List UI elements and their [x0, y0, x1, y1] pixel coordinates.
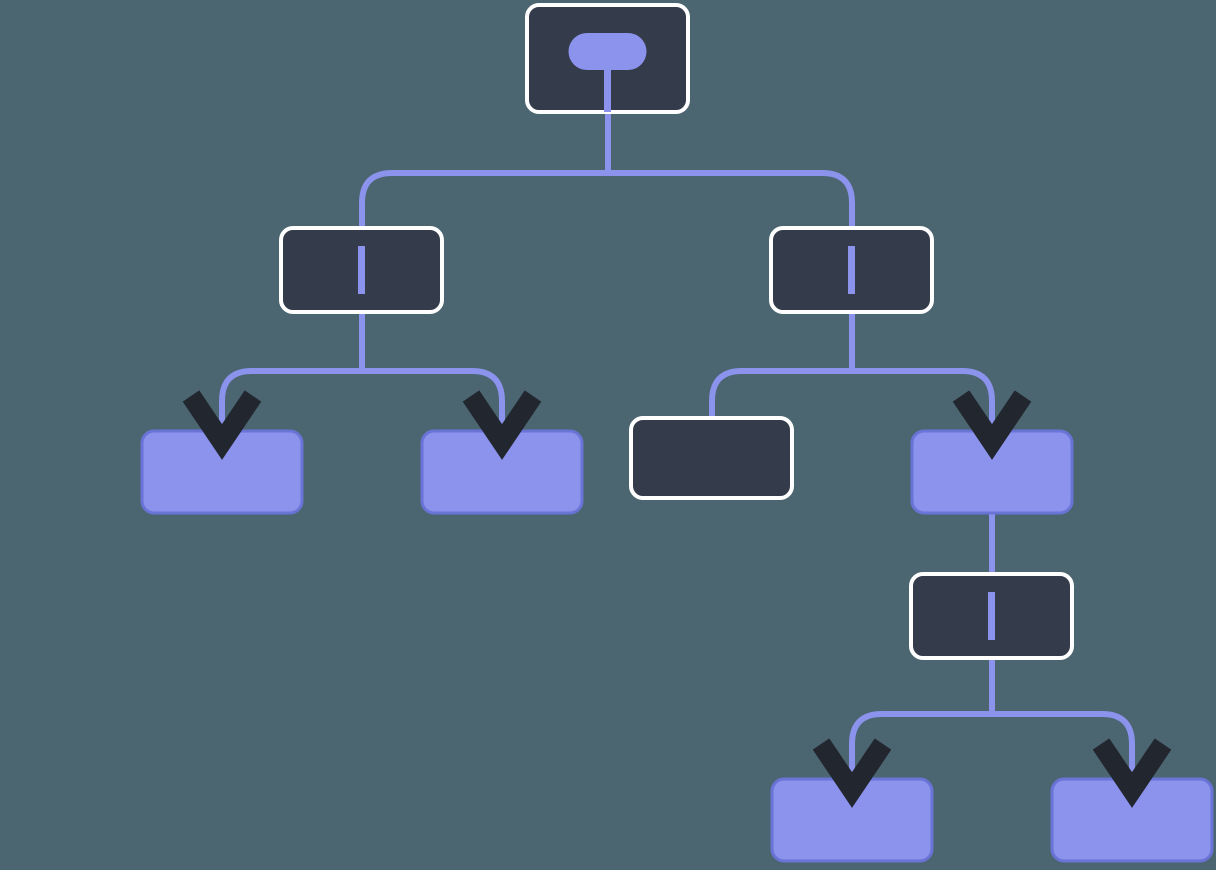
left-branch-node-vertical-bar-icon — [358, 246, 365, 294]
edge-right-branch-to-leaf-3[interactable] — [849, 312, 995, 442]
edge-root-to-right-branch[interactable] — [605, 112, 855, 312]
arrowhead-icon — [182, 390, 262, 460]
arrowhead-icon — [462, 390, 542, 460]
edge-sub-branch-to-leaf-5[interactable] — [989, 658, 1135, 790]
root-node-pill-glyph — [568, 33, 647, 112]
pill-shape-icon — [568, 33, 647, 70]
arrowhead-icon — [812, 738, 892, 808]
empty-dark-node-surface — [629, 416, 794, 500]
pill-stem-icon — [604, 65, 611, 112]
sub-branch-node-vertical-bar-icon — [988, 592, 995, 640]
node-glyph-layer — [358, 33, 995, 640]
edge-root-to-left-branch[interactable] — [359, 112, 611, 312]
edge-left-branch-to-leaf-2[interactable] — [359, 312, 505, 442]
edge-sub-branch-to-leaf-4[interactable] — [849, 658, 995, 790]
edge-left-branch-to-leaf-1[interactable] — [219, 312, 365, 442]
node-layer — [140, 3, 1214, 863]
edge-right-branch-to-empty-dark[interactable] — [709, 312, 855, 418]
arrowhead-icon — [1092, 738, 1172, 808]
arrowhead-icon — [952, 390, 1032, 460]
right-branch-node-vertical-bar-icon — [848, 246, 855, 294]
empty-dark-node[interactable] — [629, 416, 794, 500]
edge-layer — [219, 112, 1135, 790]
arrowhead-layer — [182, 390, 1172, 808]
